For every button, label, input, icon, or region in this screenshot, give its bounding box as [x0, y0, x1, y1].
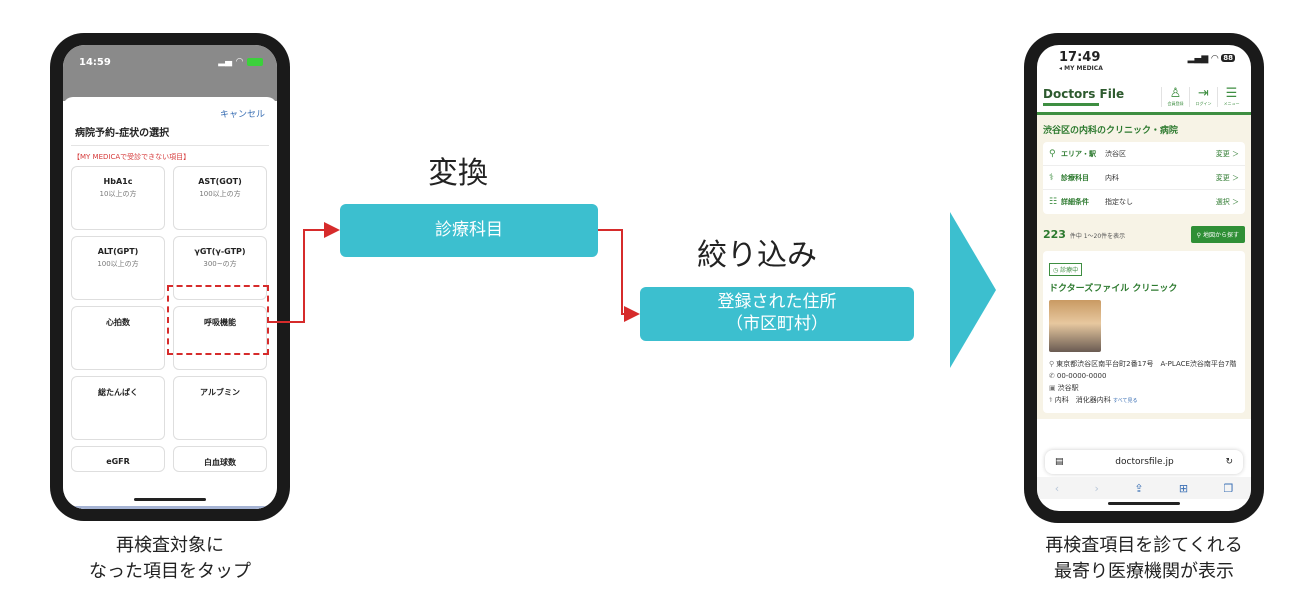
bookmarks-icon[interactable]: ⊞: [1178, 481, 1189, 495]
wifi-icon: ◠: [1211, 54, 1219, 64]
train-icon: ▣: [1049, 384, 1056, 392]
clinic-departments: ⚕内科 消化器内科 すべて見る: [1049, 396, 1138, 404]
clinic-address: ⚲東京都渋谷区南平台町2番17号 A-PLACE渋谷南平台7階: [1049, 360, 1237, 368]
clinic-phone: ✆00-0000-0000: [1049, 372, 1107, 380]
selected-tile-highlight: [167, 285, 269, 355]
home-indicator: [134, 498, 206, 501]
connector-to-box1: [269, 222, 340, 323]
see-all-link[interactable]: すべて見る: [1113, 398, 1138, 404]
tile-respiratory[interactable]: 呼吸機能: [173, 306, 267, 370]
clinic-photo: [1049, 300, 1101, 352]
tile-ggt[interactable]: γGT(γ-GTP)300~の方: [173, 236, 267, 300]
site-logo[interactable]: Doctors File: [1043, 88, 1161, 106]
filter-row-area[interactable]: ⚲ エリア・駅 渋谷区 変更 ＞: [1043, 142, 1245, 166]
back-to-app-link[interactable]: ◂ MY MEDICA: [1059, 65, 1103, 72]
register-button[interactable]: ♙ 会員登録: [1161, 85, 1189, 107]
sheet-title: 病院予約-症状の選択: [71, 124, 269, 146]
map-search-button[interactable]: ⚲ 地図から探す: [1190, 226, 1245, 243]
address-bar[interactable]: ▤ doctorsfile.jp ↻: [1045, 450, 1243, 474]
stethoscope-icon: ⚕: [1049, 396, 1053, 404]
pin-icon: ⚲: [1049, 360, 1055, 368]
clinic-card[interactable]: ◷ 診療中 ドクターズファイル クリニック ⚲東京都渋谷区南平台町2番17号 A…: [1043, 251, 1245, 413]
address-box: 登録された住所 （市区町村）: [640, 287, 914, 341]
tile-albumin[interactable]: アルブミン: [173, 376, 267, 440]
status-time: 17:49: [1059, 50, 1101, 65]
phone-icon: ✆: [1049, 372, 1055, 380]
result-count: 223: [1043, 228, 1066, 241]
user-icon: ♙: [1169, 85, 1182, 101]
wifi-icon: ◠: [236, 57, 243, 67]
menu-button[interactable]: ☰ メニュー: [1217, 85, 1245, 107]
filter-row-department[interactable]: ⚕ 診療科目 内科 変更 ＞: [1043, 166, 1245, 190]
pin-icon: ⚲: [1049, 148, 1056, 159]
page-title: 渋谷区の内科のクリニック・病院: [1043, 126, 1178, 136]
open-status-badge: ◷ 診療中: [1049, 263, 1083, 276]
login-icon: ⇥: [1198, 85, 1209, 101]
department-box: 診療科目: [340, 204, 598, 257]
ok-button[interactable]: OK: [71, 506, 269, 509]
connector-to-box2: [598, 229, 640, 322]
status-bar: 17:49 ◂ MY MEDICA ▂▄▆ ◠ 88: [1037, 45, 1251, 81]
login-button[interactable]: ⇥ ログイン: [1189, 85, 1217, 107]
convert-label: 変換: [428, 156, 488, 191]
reload-icon[interactable]: ↻: [1225, 457, 1233, 467]
result-count-row: 223 件中 1〜20件を表示 ⚲ 地図から探す: [1043, 214, 1245, 251]
right-caption: 再検査項目を診てくれる 最寄り医療機関が表示: [1045, 535, 1243, 582]
left-phone-screen: 14:59 ▂▄ ◠ キャンセル 病院予約-症状の選択 【MY MEDICAで受…: [63, 45, 277, 509]
signal-icon: ▂▄▆: [1187, 54, 1209, 64]
right-phone: 17:49 ◂ MY MEDICA ▂▄▆ ◠ 88 Doctors File …: [1024, 33, 1264, 523]
battery-icon: 88: [1221, 54, 1235, 62]
filter-label: 絞り込み: [697, 238, 817, 273]
cancel-button[interactable]: キャンセル: [219, 110, 265, 120]
back-icon[interactable]: ‹: [1054, 481, 1060, 495]
left-caption: 再検査対象に なった項目をタップ: [89, 535, 251, 582]
sheet-note: 【MY MEDICAで受診できない項目】: [73, 153, 191, 161]
tabs-icon[interactable]: ❐: [1223, 481, 1234, 495]
status-bar: 14:59 ▂▄ ◠: [63, 45, 277, 79]
site-header: Doctors File ♙ 会員登録 ⇥ ログイン ☰ メニュー: [1037, 81, 1251, 115]
page-settings-icon[interactable]: ▤: [1055, 457, 1064, 467]
filter-card: ⚲ エリア・駅 渋谷区 変更 ＞ ⚕ 診療科目 内科 変更 ＞ ☷ 詳細条件: [1043, 142, 1245, 214]
url-text: doctorsfile.jp: [1115, 457, 1174, 467]
stethoscope-icon: ⚕: [1049, 172, 1054, 183]
menu-icon: ☰: [1225, 85, 1238, 101]
symptom-sheet: キャンセル 病院予約-症状の選択 【MY MEDICAで受診できない項目】 Hb…: [63, 97, 277, 509]
clinic-name[interactable]: ドクターズファイル クリニック: [1049, 284, 1178, 294]
tile-wbc[interactable]: 白血球数: [173, 446, 267, 472]
list-icon: ☷: [1049, 197, 1058, 207]
right-phone-screen: 17:49 ◂ MY MEDICA ▂▄▆ ◠ 88 Doctors File …: [1037, 45, 1251, 511]
home-indicator: [1108, 502, 1180, 505]
big-arrow-icon: [950, 212, 996, 368]
tile-total-protein[interactable]: 総たんぱく: [71, 376, 165, 440]
share-icon[interactable]: ⇪: [1134, 481, 1144, 495]
status-time: 14:59: [79, 56, 111, 68]
tile-alt[interactable]: ALT(GPT)100以上の方: [71, 236, 165, 300]
tile-ast[interactable]: AST(GOT)100以上の方: [173, 166, 267, 230]
signal-icon: ▂▄: [218, 57, 233, 67]
dim-overlay: [63, 79, 277, 101]
results-body: 渋谷区の内科のクリニック・病院 ⚲ エリア・駅 渋谷区 変更 ＞ ⚕ 診療科目 …: [1037, 115, 1251, 419]
forward-icon[interactable]: ›: [1094, 481, 1099, 495]
tile-egfr[interactable]: eGFR: [71, 446, 165, 472]
battery-icon: [247, 58, 263, 66]
tile-heart-rate[interactable]: 心拍数: [71, 306, 165, 370]
browser-toolbar: ‹ › ⇪ ⊞ ❐: [1037, 477, 1251, 499]
left-phone: 14:59 ▂▄ ◠ キャンセル 病院予約-症状の選択 【MY MEDICAで受…: [50, 33, 290, 521]
filter-row-details[interactable]: ☷ 詳細条件 指定なし 選択 ＞: [1049, 197, 1239, 207]
clinic-station: ▣渋谷駅: [1049, 384, 1079, 392]
